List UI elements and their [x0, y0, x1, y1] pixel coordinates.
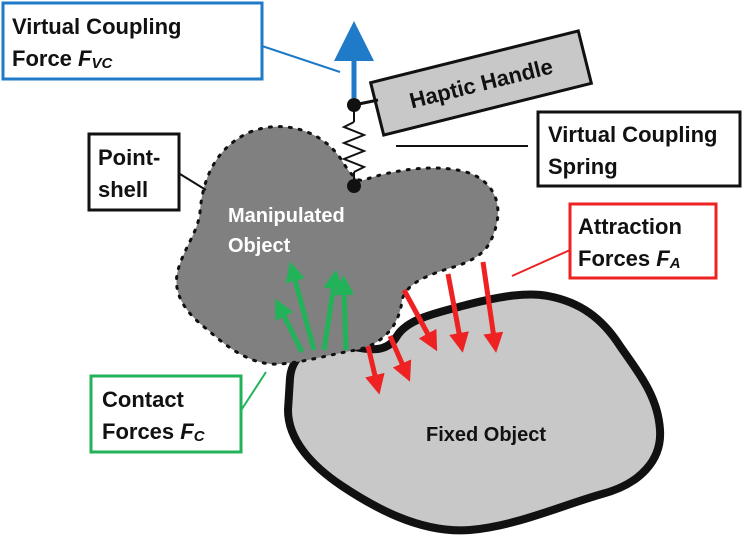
attraction-arrow — [365, 345, 385, 395]
attraction-forces-label-line1: Attraction — [578, 214, 682, 239]
attraction-arrow — [480, 261, 504, 353]
attraction-arrow — [387, 334, 412, 382]
coupling-force-leader — [261, 45, 341, 73]
contact-forces-label-line2: Forces FC — [102, 419, 206, 445]
point-shell-label-line1: Point- — [98, 145, 160, 170]
contact-arrow — [285, 261, 317, 351]
coupling-force-label-line2: Force FVC — [12, 46, 113, 72]
attraction-arrow — [445, 273, 469, 353]
attraction-forces-label-line2: Forces FA — [578, 246, 681, 272]
coupling-force-label-line1: Virtual Coupling — [12, 14, 181, 39]
manipulated-object-label-line2: Object — [228, 235, 291, 257]
fixed-object-shape — [284, 290, 665, 535]
object-joint-dot — [347, 179, 361, 193]
spring-label-line1: Virtual Coupling — [548, 122, 717, 147]
coupling-force-box — [1, 1, 264, 81]
attraction-force-arrows — [365, 261, 504, 395]
coupling-spring — [341, 121, 367, 173]
contact-arrow — [321, 269, 344, 351]
contact-leader — [239, 371, 267, 413]
haptic-handle-bar — [368, 29, 594, 137]
manipulated-object-shape — [175, 125, 500, 366]
manipulated-object-label-line1: Manipulated — [228, 205, 345, 227]
contact-forces-label-line1: Contact — [102, 387, 185, 412]
contact-arrow — [334, 275, 355, 351]
fixed-object-label: Fixed Object — [426, 424, 546, 446]
contact-forces-box — [89, 374, 243, 454]
point-shell-box — [87, 132, 181, 212]
point-shell-label-line2: shell — [98, 177, 148, 202]
contact-force-arrows — [275, 261, 355, 354]
spring-label-box — [536, 110, 742, 188]
attraction-forces-box — [568, 202, 718, 280]
attraction-leader — [511, 249, 571, 277]
handle-joint-dot — [347, 98, 361, 112]
contact-arrow — [275, 298, 305, 354]
spring-label-line2: Spring — [548, 154, 618, 179]
attraction-arrow — [401, 288, 438, 352]
point-shell-leader — [179, 173, 207, 191]
